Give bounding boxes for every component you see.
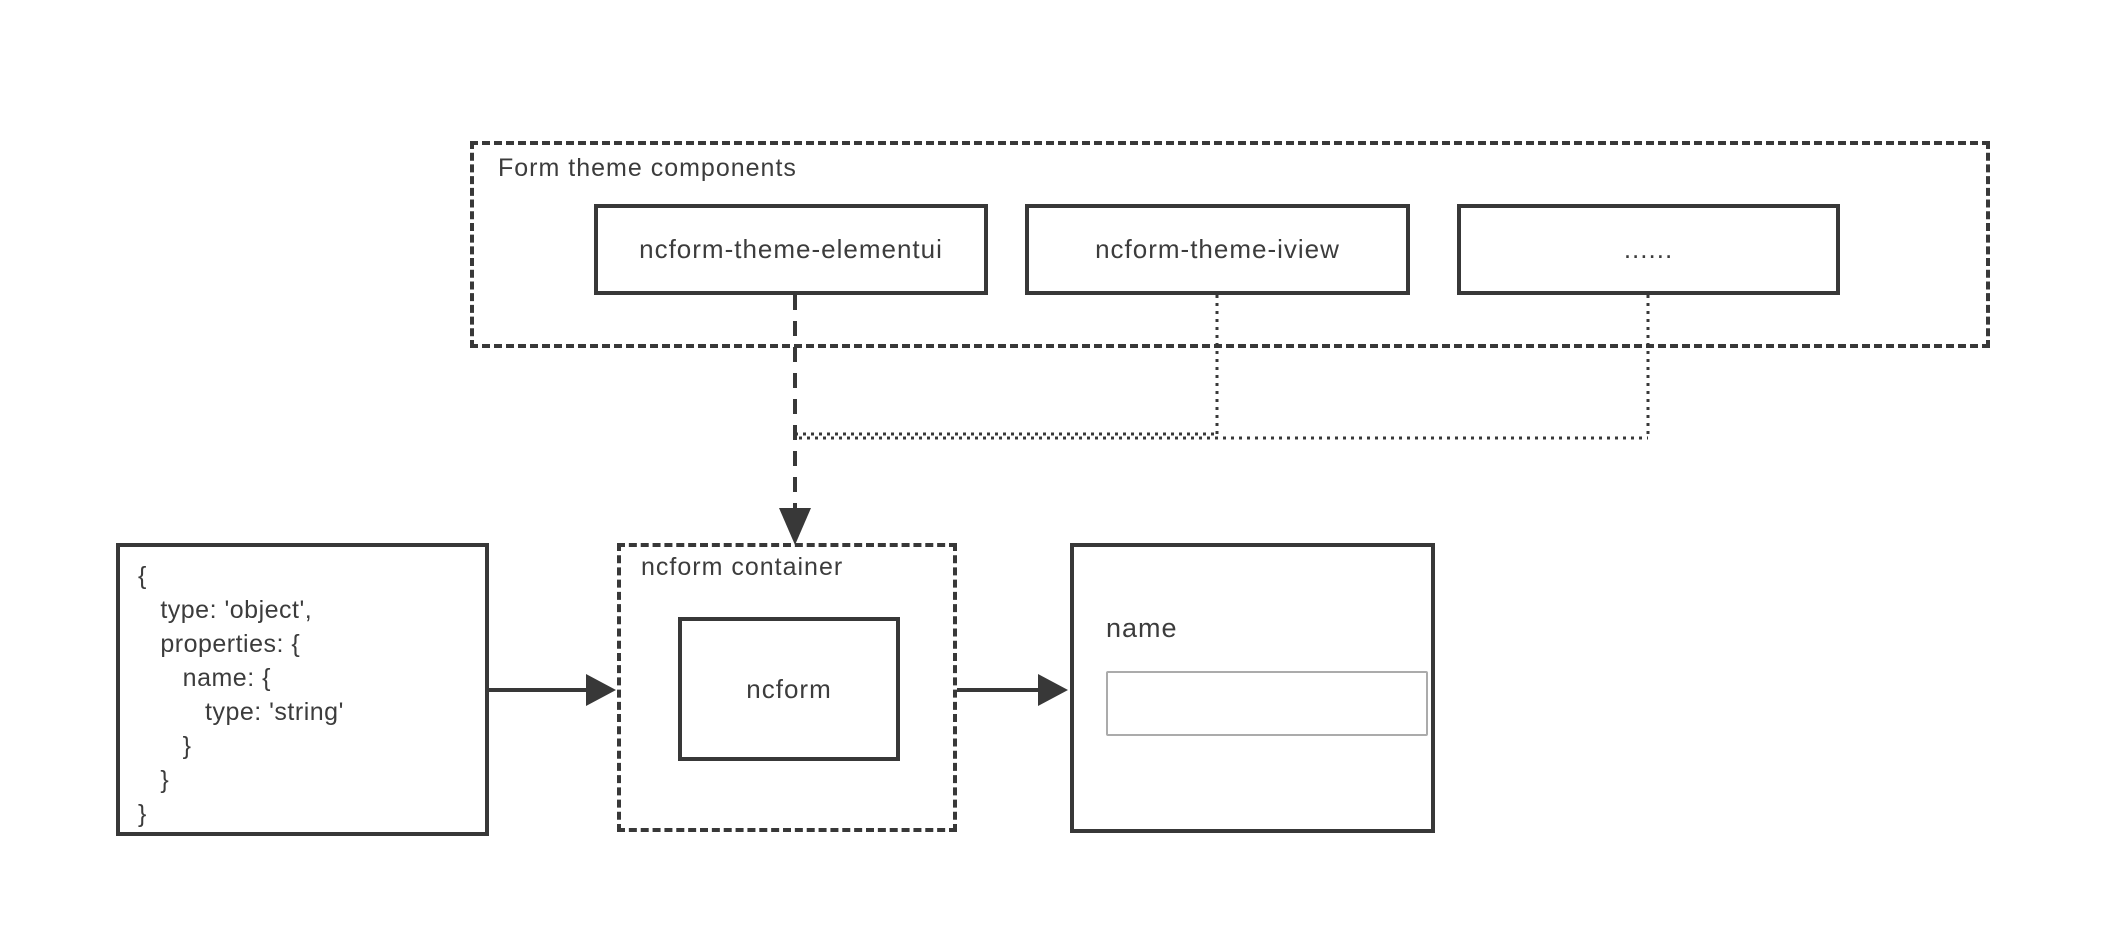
theme-components-group-label: Form theme components: [498, 154, 797, 182]
theme-box-others-label: ......: [1623, 234, 1674, 264]
theme-box-elementui: ncform-theme-elementui: [594, 204, 988, 295]
name-input[interactable]: [1106, 671, 1428, 736]
arrow-right-icon: [1038, 674, 1068, 706]
theme-box-iview-label: ncform-theme-iview: [1095, 234, 1340, 264]
theme-components-group: Form theme components: [470, 141, 1990, 348]
ncform-box-label: ncform: [746, 673, 832, 704]
arrow-down-icon: [779, 508, 811, 545]
theme-box-elementui-label: ncform-theme-elementui: [639, 234, 943, 264]
schema-code: { type: 'object', properties: { name: { …: [138, 562, 344, 828]
ncform-container-box: ncform container: [617, 543, 957, 832]
theme-box-others: ......: [1457, 204, 1840, 295]
ncform-box: ncform: [678, 617, 900, 761]
schema-box: { type: 'object', properties: { name: { …: [116, 543, 489, 836]
form-field-label: name: [1106, 613, 1178, 643]
theme-box-iview: ncform-theme-iview: [1025, 204, 1410, 295]
rendered-form-box: name: [1070, 543, 1435, 833]
ncform-container-label: ncform container: [641, 553, 844, 581]
arrow-right-icon: [586, 674, 616, 706]
